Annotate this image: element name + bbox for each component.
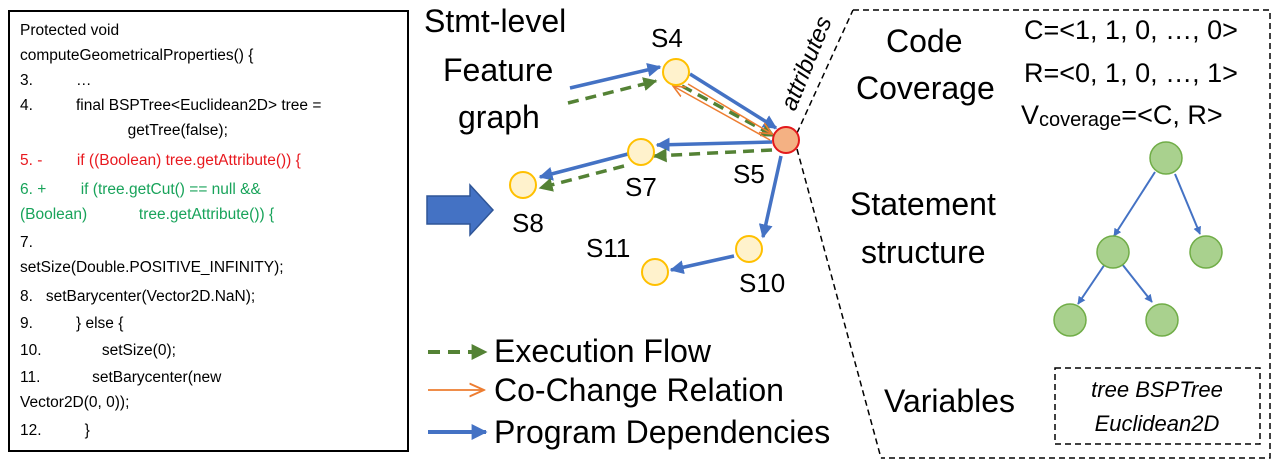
tree-node <box>1149 141 1183 175</box>
tree-node <box>1145 303 1179 337</box>
v-coverage: Vcoverage=<C, R> <box>1021 100 1223 131</box>
variables-box <box>1054 367 1261 445</box>
node-label: S10 <box>739 268 785 298</box>
code-line: Vector2D(0, 0)); <box>20 394 130 411</box>
code-line: 8. setBarycenter(Vector2D.NaN); <box>20 288 256 305</box>
code-line-added: 6. + if (tree.getCut() == null && <box>20 181 261 198</box>
node-s10 <box>735 235 763 263</box>
node-s4 <box>662 58 690 86</box>
edge-program-dependency <box>758 155 783 239</box>
edge-execution-flow <box>681 84 776 138</box>
attributes-panel-frame <box>853 9 1271 459</box>
code-line: Protected void <box>20 22 120 39</box>
code-line-removed: 5. - if ((Boolean) tree.getAttribute()) … <box>20 152 301 169</box>
node-s11 <box>641 258 669 286</box>
node-label: S11 <box>586 233 630 263</box>
code-line: 10. setSize(0); <box>20 342 176 359</box>
edge-program-dependency <box>689 72 778 130</box>
graph-title-line-2: Feature <box>443 52 553 88</box>
statement-structure-label-line-1: Statement <box>850 186 996 222</box>
code-coverage-label-line-1: Code <box>886 23 963 59</box>
code-line: computeGeometricalProperties() { <box>20 47 254 64</box>
variables-label: Variables <box>884 383 1015 419</box>
r-vector: R=<0, 1, 0, …, 1> <box>1024 58 1238 88</box>
edge-co-change <box>687 83 772 134</box>
legend-program-dependencies-label: Program Dependencies <box>494 414 830 450</box>
node-label: S7 <box>625 172 657 202</box>
edge-program-dependency <box>569 63 662 90</box>
node-s7 <box>627 138 655 166</box>
panel-divider-lower <box>796 148 882 459</box>
code-panel: Protected void computeGeometricalPropert… <box>8 10 409 452</box>
edge-program-dependency <box>538 152 629 181</box>
statement-structure-tree <box>1053 141 1223 337</box>
edge-execution-flow <box>538 164 625 192</box>
code-line: 9. } else { <box>20 315 124 332</box>
panel-divider-upper <box>796 9 854 134</box>
tree-node <box>1096 235 1130 269</box>
node-label: S8 <box>512 208 544 238</box>
code-line: getTree(false); <box>20 122 228 139</box>
graph-title-line-1: Stmt-level <box>424 3 566 39</box>
graph-title-line-3: graph <box>458 99 540 135</box>
variables-value-line-2: Euclidean2D <box>1095 411 1220 436</box>
block-arrow <box>426 183 495 237</box>
edge-execution-flow <box>567 77 658 105</box>
statement-structure-label-line-2: structure <box>861 234 985 270</box>
code-coverage-label-line-2: Coverage <box>856 70 995 106</box>
node-s5 <box>772 126 800 154</box>
legend-execution-flow-label: Execution Flow <box>494 333 712 369</box>
variables-value-line-1: tree BSPTree <box>1091 377 1223 402</box>
node-label: S4 <box>651 23 683 53</box>
edge-execution-flow <box>652 148 773 163</box>
tree-node <box>1053 303 1087 337</box>
code-line: 4. final BSPTree<Euclidean2D> tree = <box>20 97 322 114</box>
tree-node <box>1189 235 1223 269</box>
code-line: 7. <box>20 234 33 251</box>
code-line: 11. setBarycenter(new <box>20 369 222 386</box>
node-s8 <box>509 171 537 199</box>
node-label: S5 <box>733 159 765 189</box>
legend-co-change-label: Co-Change Relation <box>494 372 784 408</box>
c-vector: C=<1, 1, 0, …, 0> <box>1024 15 1238 45</box>
edge-program-dependency <box>655 137 773 152</box>
edge-co-change <box>673 86 771 141</box>
attributes-label: attributes <box>776 13 838 115</box>
edge-program-dependency <box>669 254 735 275</box>
code-line: 3. … <box>20 72 92 89</box>
code-line: setSize(Double.POSITIVE_INFINITY); <box>20 259 284 276</box>
code-line: 12. } <box>20 422 90 439</box>
code-line-added: (Boolean) tree.getAttribute()) { <box>20 206 275 223</box>
